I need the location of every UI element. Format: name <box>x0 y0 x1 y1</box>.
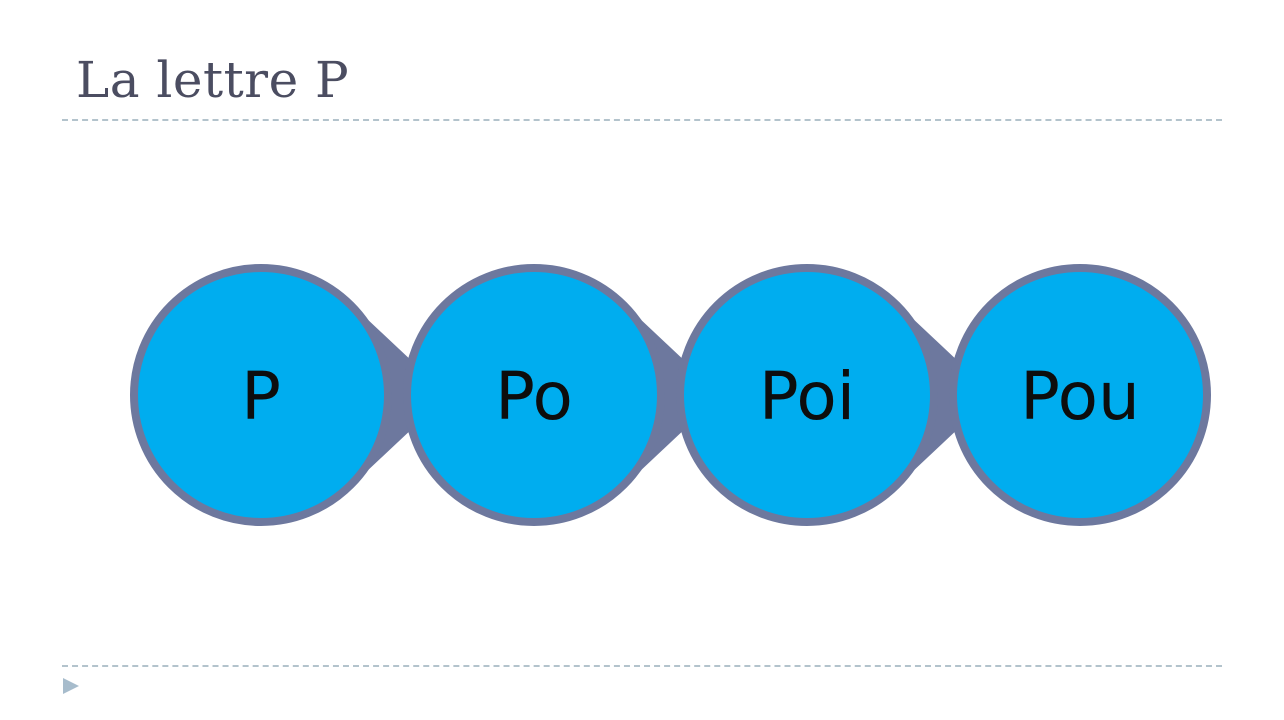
step-circle <box>676 264 938 526</box>
process-step: P <box>130 264 392 526</box>
step-circle <box>403 264 665 526</box>
process-step: Po <box>403 264 665 526</box>
step-circle <box>949 264 1211 526</box>
step-label: Poi <box>759 358 855 435</box>
process-step: Poi <box>676 264 938 526</box>
step-label: Pou <box>1020 358 1140 435</box>
slide-title: La lettre P <box>76 51 350 109</box>
step-circle <box>130 264 392 526</box>
title-divider <box>62 119 1222 121</box>
step-label: P <box>241 358 281 435</box>
slide-bullet-arrow-icon <box>63 678 79 694</box>
process-step: Pou <box>949 264 1211 526</box>
step-label: Po <box>495 358 573 435</box>
footer-divider <box>62 665 1222 667</box>
